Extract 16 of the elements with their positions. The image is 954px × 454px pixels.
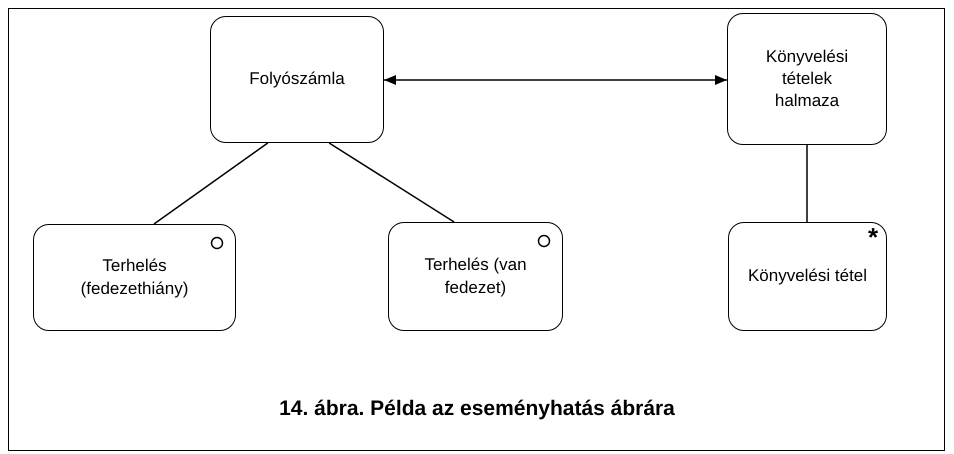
double-arrow xyxy=(384,75,727,85)
connector-line xyxy=(328,142,454,223)
process-box xyxy=(210,16,384,143)
node-label: Könyvelési tétel xyxy=(748,265,868,288)
figure-caption: 14. ábra. Példa az eseményhatás ábrára xyxy=(279,397,675,421)
process-box xyxy=(727,13,887,145)
node-label: Terhelés (fedezethiány) xyxy=(80,255,190,300)
node-label: Folyószámla xyxy=(249,68,345,90)
process-box xyxy=(388,222,563,331)
iteration-marker: * xyxy=(868,224,878,250)
process-box xyxy=(33,224,236,331)
connector-line xyxy=(806,145,808,222)
node-label: Könyvelési tételek halmaza xyxy=(764,46,850,112)
process-box xyxy=(728,222,887,331)
node-label: Terhelés (van fedezet) xyxy=(423,254,528,298)
connector-line xyxy=(154,142,268,225)
